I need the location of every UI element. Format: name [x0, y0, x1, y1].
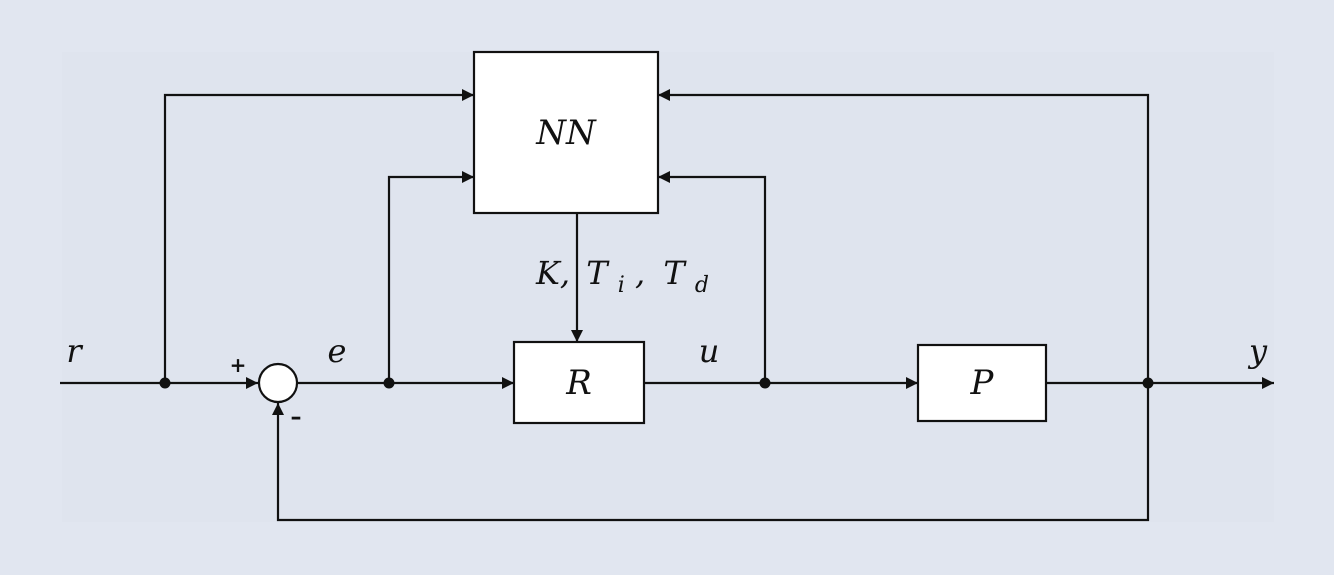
parameter-k: K,	[535, 254, 570, 292]
controller-block-label: R	[565, 363, 592, 403]
summing-plus-sign: +	[230, 353, 247, 377]
nn-input-output-line	[658, 89, 1150, 383]
nn-block-label: NN	[535, 113, 597, 153]
output-signal-label: y	[1247, 332, 1268, 370]
junction-dot-reference	[159, 377, 171, 389]
plant-block	[916, 343, 1048, 423]
nn-input-reference-line	[163, 89, 474, 383]
reference-signal-label: r	[66, 332, 83, 370]
parameter-ti-comma: ,	[635, 254, 645, 292]
controller-block	[512, 340, 646, 425]
feedback-line	[272, 383, 1150, 522]
parameter-ti-base: T	[586, 254, 610, 292]
junction-dot-error	[383, 377, 395, 389]
parameter-td-sub: d	[695, 273, 709, 298]
error-signal-label: e	[328, 332, 347, 370]
control-signal-label: u	[699, 332, 720, 370]
nn-input-error-line	[387, 171, 474, 383]
diagram-panel	[62, 52, 1274, 522]
summing-minus-sign: –	[291, 405, 302, 430]
nn-block	[472, 50, 660, 215]
parameter-label: K, T i , T d	[535, 254, 709, 300]
parameter-ti-sub: i	[618, 273, 625, 298]
parameter-td-base: T	[663, 254, 687, 292]
junction-dot-control	[759, 377, 771, 389]
nn-input-control-line	[658, 171, 767, 383]
junction-dot-output	[1142, 377, 1154, 389]
summing-junction	[257, 362, 299, 404]
plant-block-label: P	[970, 363, 995, 403]
